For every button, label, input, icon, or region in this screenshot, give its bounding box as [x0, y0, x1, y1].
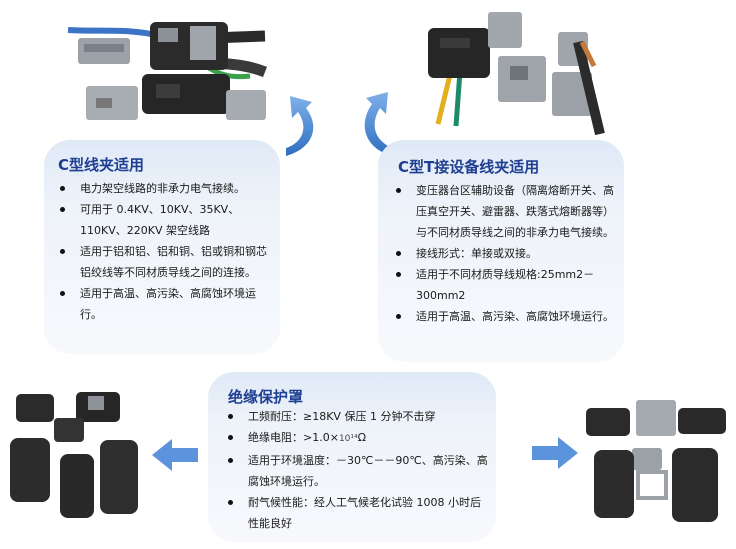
t-clamp-photo: [428, 12, 605, 136]
bullet-list: 工频耐压：≥18KV 保压 1 分钟不击穿 绝缘电阻：>1.0×10¹⁴Ω 适用…: [222, 406, 488, 534]
insulation-cover-panel: 绝缘保护罩 工频耐压：≥18KV 保压 1 分钟不击穿 绝缘电阻：>1.0×10…: [208, 372, 496, 542]
list-item: 变压器台区辅助设备（隔离熔断开关、高压真空开关、避雷器、跌落式熔断器等）与不同材…: [390, 180, 614, 243]
list-item: 适用于高温、高污染、高腐蚀环境运行。: [54, 283, 270, 325]
list-item: 接线形式：单接或双接。: [390, 243, 614, 264]
panel-title: C型T接设备线夹适用: [398, 158, 540, 176]
curved-arrow-icon: [364, 92, 392, 156]
panel-title: 绝缘保护罩: [228, 388, 304, 406]
spec-label: 适用于环境温度：: [248, 454, 336, 467]
spec-value: 经人工气候老化试验 1008 小时后性能良好: [248, 496, 481, 530]
cover-parts-photo: [10, 392, 138, 518]
arrow-left-icon: [152, 439, 198, 471]
c-clamp-photo: [67, 22, 268, 120]
arrow-right-icon: [532, 437, 578, 469]
spec-value: －30℃－－90℃、高污染、高腐蚀环境运行。: [248, 454, 488, 488]
ct-clamp-panel: C型T接设备线夹适用 变压器台区辅助设备（隔离熔断开关、高压真空开关、避雷器、跌…: [378, 140, 624, 362]
bullet-list: 电力架空线路的非承力电气接续。 可用于 0.4KV、10KV、35KV、110K…: [54, 178, 270, 325]
list-item: 工频耐压：≥18KV 保压 1 分钟不击穿: [222, 406, 488, 427]
cover-assembled-photo: [586, 400, 726, 522]
power-of-ten: 10¹⁴: [338, 434, 358, 444]
spec-label: 绝缘电阻：: [248, 431, 303, 444]
spec-value: ≥18KV 保压 1 分钟不击穿: [303, 410, 436, 423]
spec-value: >1.0×: [303, 431, 339, 444]
list-item: 适用于环境温度：－30℃－－90℃、高污染、高腐蚀环境运行。: [222, 450, 488, 492]
list-item: 绝缘电阻：>1.0×10¹⁴Ω: [222, 427, 488, 450]
list-item: 耐气候性能：经人工气候老化试验 1008 小时后性能良好: [222, 492, 488, 534]
spec-unit: Ω: [357, 431, 367, 444]
curved-arrow-icon: [286, 96, 314, 156]
spec-label: 工频耐压：: [248, 410, 303, 423]
list-item: 适用于铝和铝、铝和铜、铝或铜和钢芯铝绞线等不同材质导线之间的连接。: [54, 241, 270, 283]
list-item: 适用于不同材质导线规格:25mm2－300mm2: [390, 264, 614, 306]
c-clamp-panel: C型线夹适用 电力架空线路的非承力电气接续。 可用于 0.4KV、10KV、35…: [44, 140, 280, 354]
list-item: 可用于 0.4KV、10KV、35KV、110KV、220KV 架空线路: [54, 199, 270, 241]
spec-label: 耐气候性能：: [248, 496, 314, 509]
bullet-list: 变压器台区辅助设备（隔离熔断开关、高压真空开关、避雷器、跌落式熔断器等）与不同材…: [390, 180, 614, 327]
panel-title: C型线夹适用: [58, 156, 145, 174]
list-item: 适用于高温、高污染、高腐蚀环境运行。: [390, 306, 614, 327]
list-item: 电力架空线路的非承力电气接续。: [54, 178, 270, 199]
